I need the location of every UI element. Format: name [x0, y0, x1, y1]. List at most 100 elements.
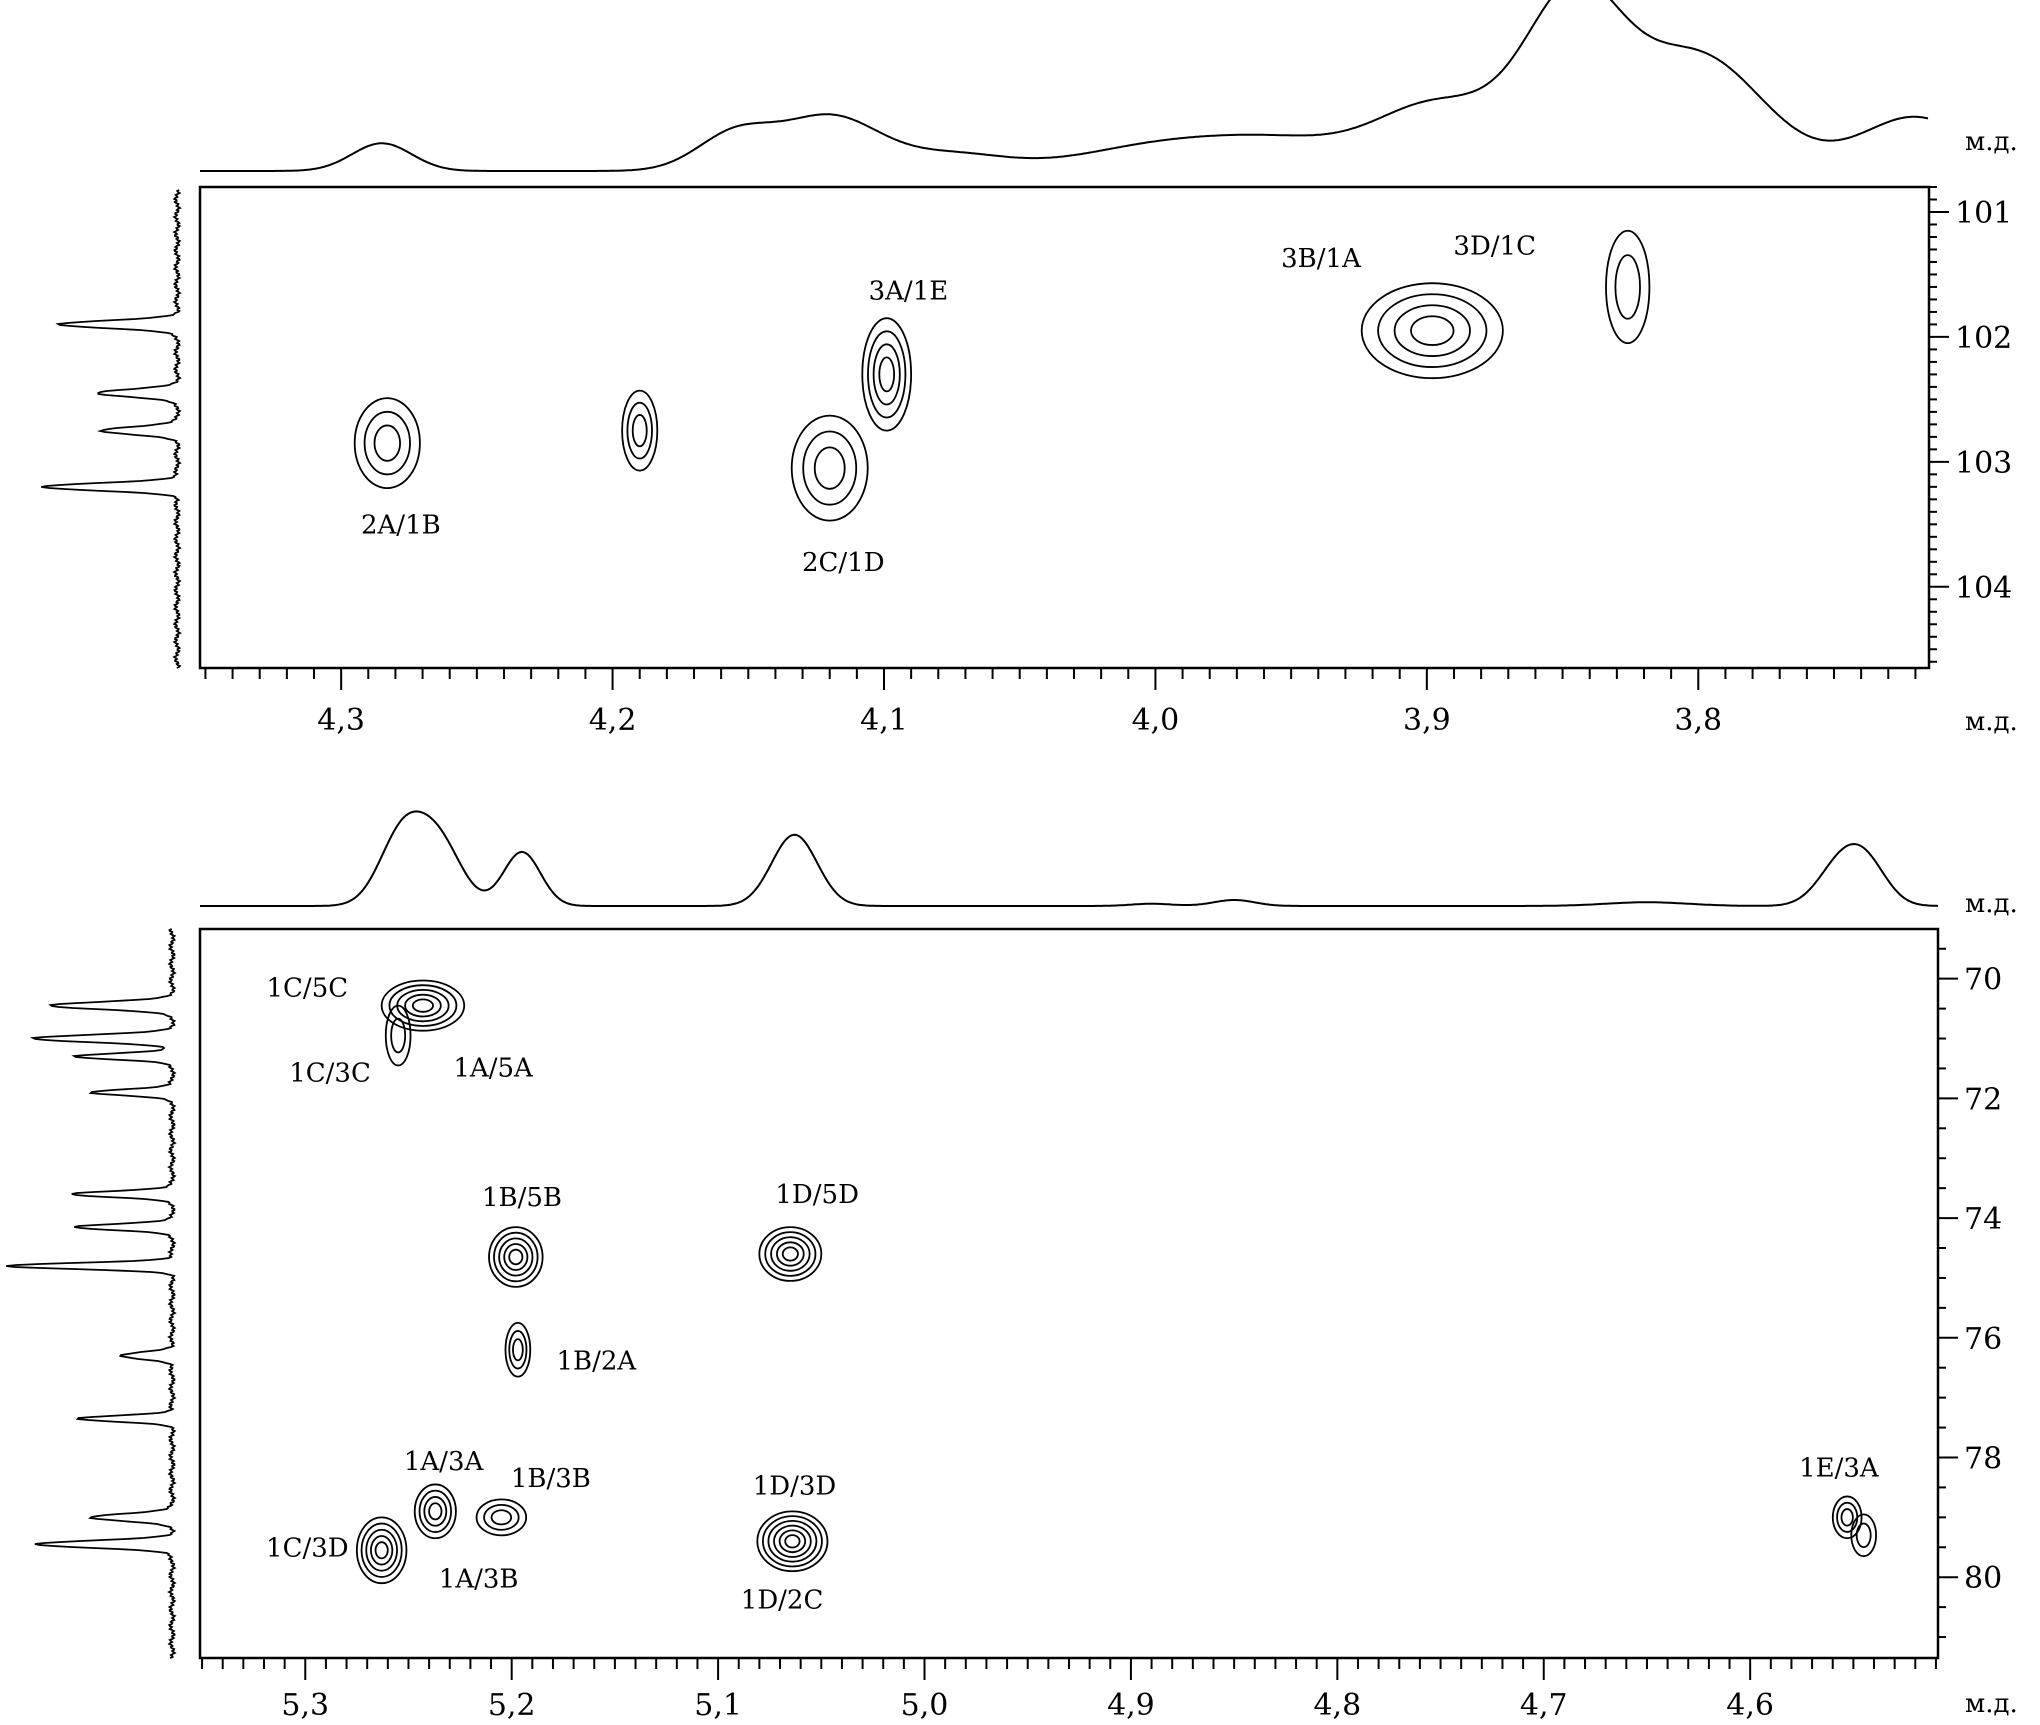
x-tick-label: 4,2: [589, 703, 637, 738]
contour-level: [353, 397, 421, 490]
contour-level: [428, 1502, 443, 1521]
contour-level: [390, 1017, 407, 1054]
y-tick-label: 80: [1964, 1561, 2002, 1596]
x-tick-label: 5,0: [901, 1688, 949, 1723]
contour-level: [413, 1483, 457, 1540]
contour-level: [770, 1236, 811, 1272]
contour-level: [504, 1321, 532, 1378]
cross-peak: [475, 1498, 528, 1537]
projection-unit-label: м.д.: [1965, 889, 2018, 919]
contour-level: [1840, 1508, 1854, 1527]
cross-peak: [504, 1321, 532, 1378]
left-1d-projection-line: [41, 189, 182, 669]
y-tick-label: 78: [1964, 1441, 2002, 1476]
contour-level: [1377, 293, 1488, 368]
contour-level: [418, 1489, 453, 1533]
contour-level: [872, 343, 901, 406]
x-tick-label: 4,6: [1726, 1688, 1774, 1723]
contour-level: [488, 1226, 544, 1288]
contour-level: [861, 317, 913, 432]
x-tick-label: 4,8: [1313, 1688, 1361, 1723]
contour-level: [1855, 1522, 1872, 1549]
peak-label: 1D/5D: [775, 1180, 859, 1210]
contour-level: [483, 1503, 520, 1531]
cross-peak: [384, 1004, 412, 1067]
contour-level: [767, 1519, 818, 1563]
cross-peak: [790, 414, 869, 522]
x-tick-label: 5,1: [694, 1688, 742, 1723]
y-tick-label: 76: [1964, 1322, 2002, 1357]
cross-peak: [355, 1516, 408, 1585]
contour-level: [790, 414, 869, 522]
x-tick-label: 4,0: [1132, 703, 1180, 738]
peak-label: 1A/5A: [453, 1053, 534, 1083]
contour-level: [363, 410, 411, 476]
contour-level: [758, 1226, 823, 1282]
contour-level: [778, 1529, 807, 1554]
x-tick-label: 3,9: [1403, 703, 1451, 738]
contour-level: [878, 356, 896, 393]
contour-level: [1605, 229, 1651, 345]
contour-level: [1360, 282, 1504, 380]
y-tick-label: 74: [1964, 1202, 2002, 1237]
contour-level: [423, 1496, 448, 1527]
peak-label: 1B/5B: [482, 1183, 562, 1213]
x-tick-label: 4,3: [317, 703, 365, 738]
y-tick-label: 104: [1955, 571, 2012, 606]
contour-level: [355, 1516, 408, 1585]
contour-level: [498, 1237, 534, 1277]
peak-label: 1B/3B: [511, 1464, 591, 1494]
projection-unit-label: м.д.: [1965, 127, 2018, 157]
peak-label: 1E/3A: [1799, 1454, 1880, 1484]
peak-label: 1D/2C: [741, 1585, 824, 1615]
left-1d-projection-line: [6, 928, 177, 1659]
contour-level: [773, 1524, 812, 1558]
cross-peak: [621, 389, 659, 472]
contour-level: [867, 330, 907, 419]
cross-peak: [1360, 282, 1504, 380]
top-1d-projection-line: [200, 0, 1929, 172]
contour-level: [762, 1515, 823, 1568]
cross-peak: [1605, 229, 1651, 345]
contour-level: [1410, 315, 1455, 346]
contour-level: [373, 424, 401, 462]
plot-frame: [198, 185, 1931, 670]
contour-level: [493, 1231, 539, 1283]
cross-peak: [861, 317, 913, 432]
plot-frame: [198, 927, 1940, 1660]
cross-peak: [756, 1510, 829, 1573]
contour-level: [784, 1534, 801, 1549]
contour-level: [1831, 1495, 1863, 1540]
cross-peak: [413, 1483, 457, 1540]
contour-level: [1850, 1513, 1877, 1558]
y-tick-label: 101: [1955, 196, 2012, 231]
contour-level: [631, 414, 648, 448]
contour-level: [411, 998, 434, 1013]
contour-level: [813, 446, 846, 490]
contour-level: [802, 430, 858, 506]
contour-level: [1393, 304, 1471, 357]
contour-level: [370, 1535, 394, 1566]
x-tick-label: 3,8: [1674, 703, 1722, 738]
cross-peak: [353, 397, 421, 490]
top-1d-projection-line: [200, 810, 1939, 907]
contour-level: [360, 1522, 403, 1578]
contour-level: [490, 1509, 513, 1526]
peak-label: 3D/1C: [1453, 232, 1536, 262]
cross-peak: [758, 1226, 823, 1282]
contour-level: [365, 1528, 398, 1572]
peak-label: 1A/3A: [404, 1447, 485, 1477]
contour-level: [621, 389, 659, 472]
x-tick-label: 5,2: [488, 1688, 536, 1723]
peak-label: 1C/3D: [266, 1533, 349, 1563]
contour-level: [1614, 254, 1641, 320]
cross-peak: [1850, 1513, 1877, 1558]
contour-level: [503, 1243, 529, 1271]
peak-label: 1A/3B: [439, 1564, 519, 1594]
x-axis-unit-label: м.д.: [1965, 1689, 2018, 1719]
